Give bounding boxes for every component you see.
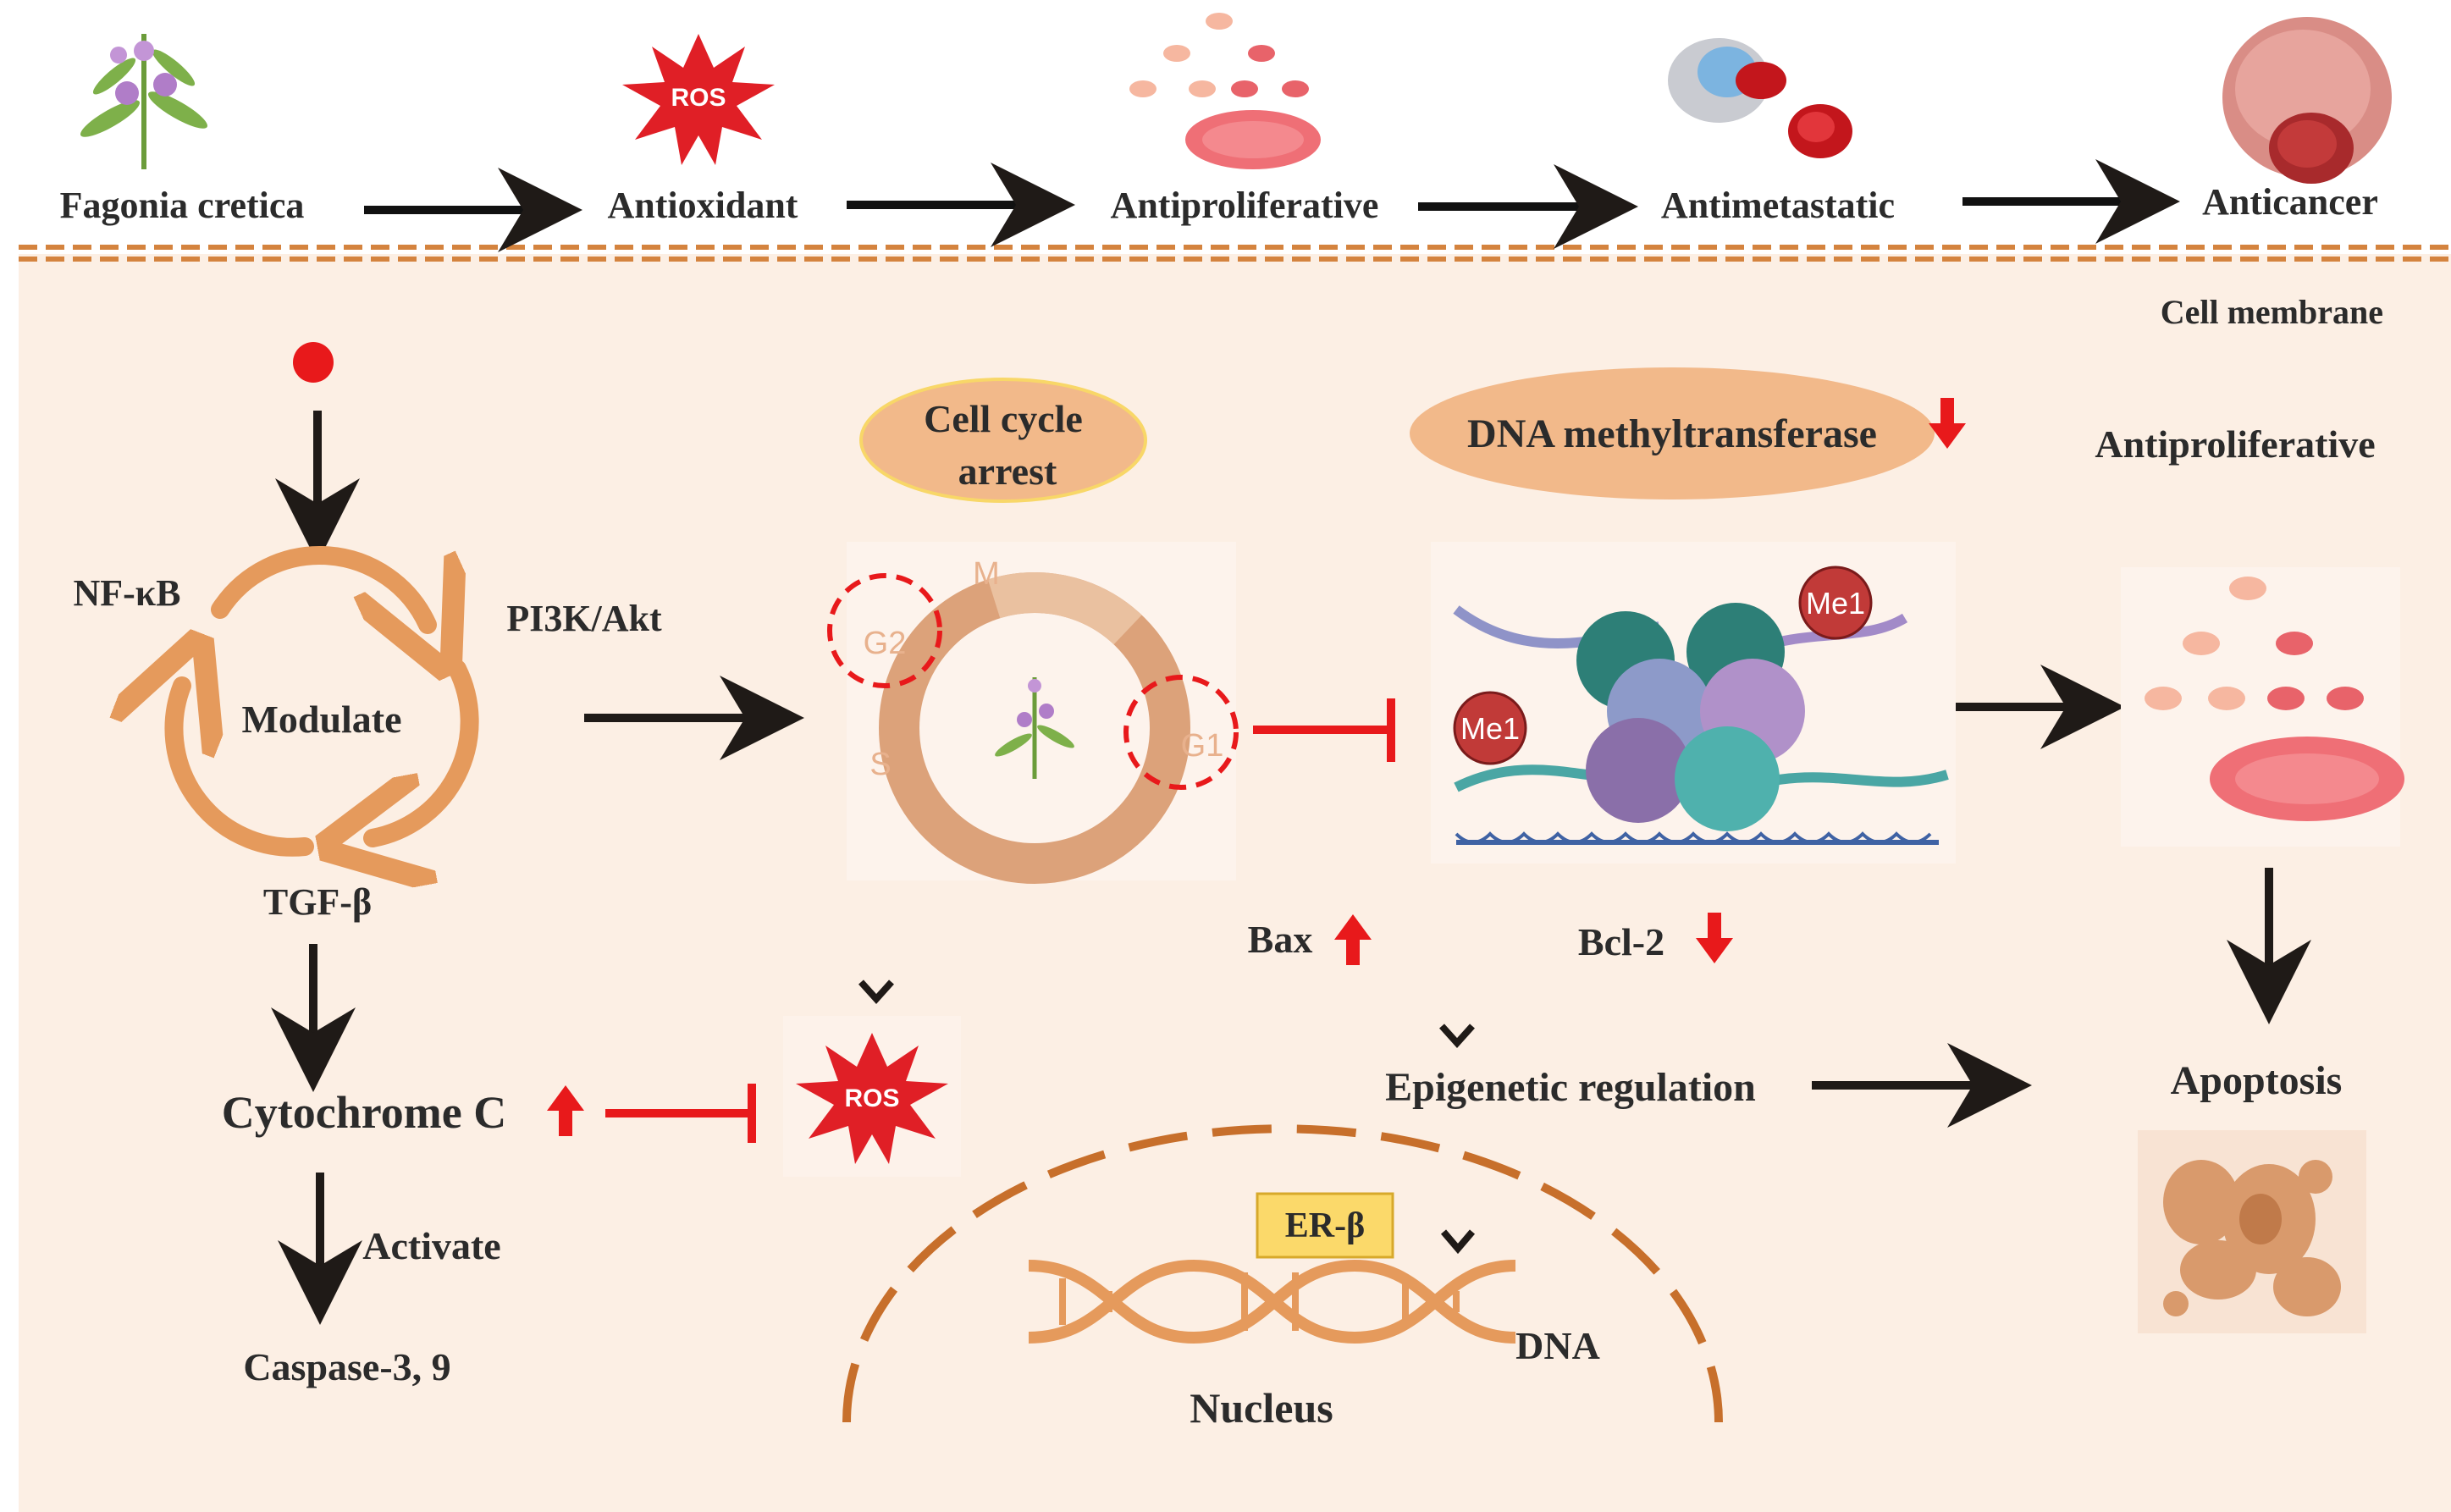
dnmt-down-arrow [1929,398,1966,449]
er-beta-box [1256,1192,1394,1259]
cytochrome-up-arrow [547,1085,584,1136]
er-beta-label: ER-β [1285,1206,1365,1245]
me1-right-text: Me1 [1806,586,1865,621]
bcl2-label: Bcl-2 [1578,920,1664,963]
dnmt-ellipse [1410,367,1935,499]
antiproliferative-label: Antiproliferative [2095,422,2375,466]
bax-label: Bax [1248,918,1313,961]
cell-proliferation-icon [1129,13,1321,169]
phase-g1-label: G1 [1181,728,1224,764]
chevron-down-icon [1439,1024,1475,1048]
nucleus-label: Nucleus [1190,1384,1333,1432]
dna-helix-icon [1028,1259,1516,1344]
ros-burst-icon: ROS [622,34,775,165]
activate-label: Activate [362,1224,500,1267]
phase-g2-label: G2 [864,626,907,661]
bax-up-arrow [1334,914,1372,965]
antimetastatic-label: Antimetastatic [1661,185,1895,226]
plant-center-icon [995,677,1074,779]
ros-middle-icon: ROS [783,1016,961,1177]
apoptotic-body-icon [2138,1130,2366,1333]
ros-burst-text: ROS [671,84,726,112]
cell-cycle-arrest-line1: Cell cycle [924,397,1083,440]
g2-highlight-circle [827,573,942,688]
compound-dot [293,342,334,383]
modulate-label: Modulate [241,698,401,741]
cell-cycle-ring [847,542,1236,884]
fagonia-plant-icon [80,34,207,169]
phase-m-label: M [973,556,1000,592]
apoptosis-label: Apoptosis [2171,1058,2343,1103]
chevron-down-icon [858,979,894,1004]
bcl2-down-arrow [1696,913,1733,963]
metastasis-icon [1668,38,1852,158]
anticancer-label: Anticancer [2202,181,2378,223]
pi3k-akt-label: PI3K/Akt [506,598,662,639]
g1-highlight-circle [1123,675,1239,790]
ros-middle-text: ROS [844,1084,899,1112]
antiproliferative-top-label: Antiproliferative [1111,185,1379,226]
me1-left-text: Me1 [1460,711,1520,746]
cell-cycle-arrest-ellipse [859,378,1147,503]
dnmt-label: DNA methyltransferase [1467,411,1877,456]
caspase-label: Caspase-3, 9 [243,1345,450,1388]
me1-badge-right: Me1 [1798,566,1873,640]
cell-proliferation-right-icon [2121,567,2404,847]
modulate-cycle-arrows [174,546,479,847]
cell-cycle-arrest-line2: arrest [958,450,1057,493]
fagonia-cretica-label: Fagonia cretica [60,185,305,226]
phase-s-label: S [869,747,891,782]
nfkb-label: NF-κB [73,572,180,614]
me1-badge-left: Me1 [1453,691,1527,765]
dna-label: DNA [1515,1324,1600,1367]
antioxidant-label: Antioxidant [608,185,798,226]
epigenetic-label: Epigenetic regulation [1385,1065,1756,1110]
tumor-icon [2222,17,2392,184]
tgf-beta-label: TGF-β [263,881,372,923]
cytochrome-c-label: Cytochrome C [222,1087,506,1138]
cell-membrane-label: Cell membrane [2161,293,2383,331]
chevron-down-icon [1440,1229,1476,1255]
